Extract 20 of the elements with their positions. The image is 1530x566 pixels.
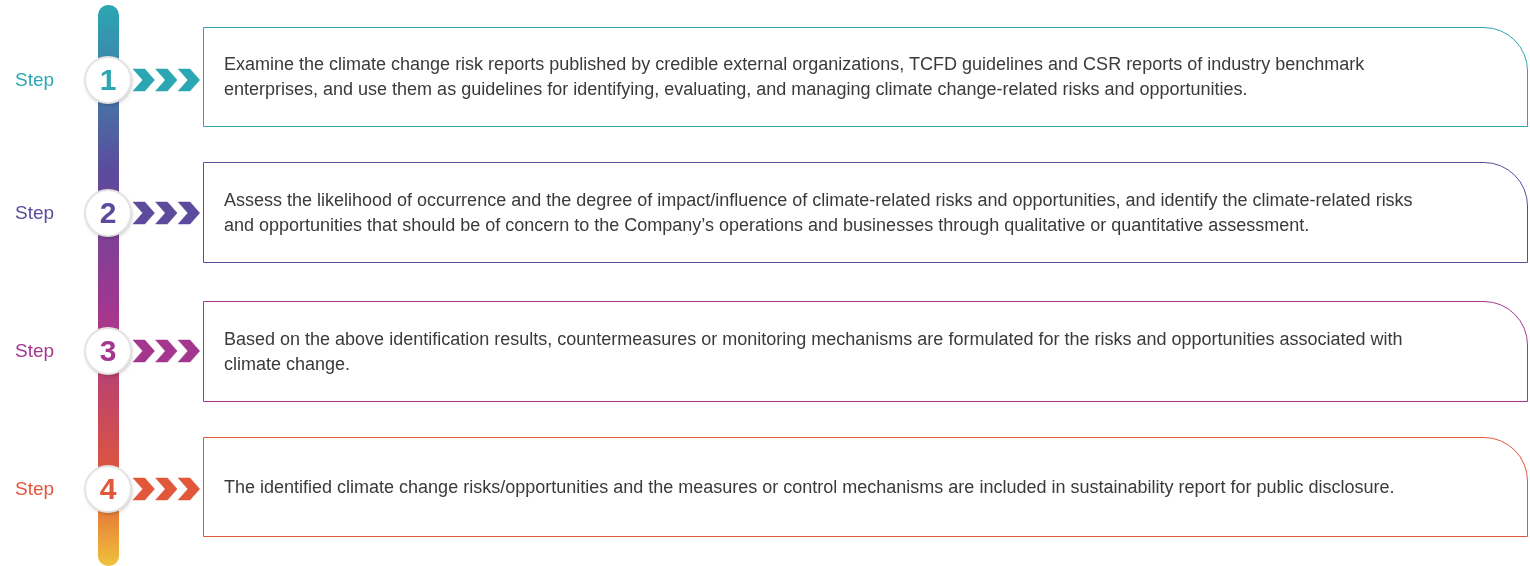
step-label: Step — [15, 478, 55, 500]
step-box — [203, 162, 1528, 263]
step-description: Based on the above identification results, countermeasures or monitoring mechanisms are formulated for the risks and opportunities associated with climate change. — [224, 327, 1404, 376]
step-number-circle: 1 — [86, 58, 130, 102]
step-description: The identified climate change risks/opportunities and the measures or control mechanisms are included in sustainability report for public disclosure. — [224, 475, 1395, 499]
step-number-circle: 2 — [86, 191, 130, 235]
chevron-arrow — [132, 68, 200, 92]
step-number-circle: 4 — [86, 467, 130, 511]
step-box — [203, 301, 1528, 402]
chevron-arrow — [132, 477, 200, 501]
step-description: Assess the likelihood of occurrence and the degree of impact/influence of climate-related risks and opportunities, and identify the climate-related risks and opportunities that should be of concern to the Company’s operations and businesses through qualitative or quantitative assessment. — [224, 188, 1414, 237]
step-box — [203, 437, 1528, 537]
step-box — [203, 27, 1528, 127]
step-label: Step — [15, 69, 55, 91]
step-description: Examine the climate change risk reports published by credible external organizations, TCFD guidelines and CSR reports of industry benchmark enterprises, and use them as guidelines for identifying, evaluating, and managing climate change-related risks and opportunities. — [224, 53, 1366, 101]
step-label: Step — [15, 202, 55, 224]
step-number-circle: 3 — [86, 329, 130, 373]
chevron-arrow — [132, 201, 200, 225]
step-label: Step — [15, 340, 55, 362]
chevron-arrow — [132, 339, 200, 363]
